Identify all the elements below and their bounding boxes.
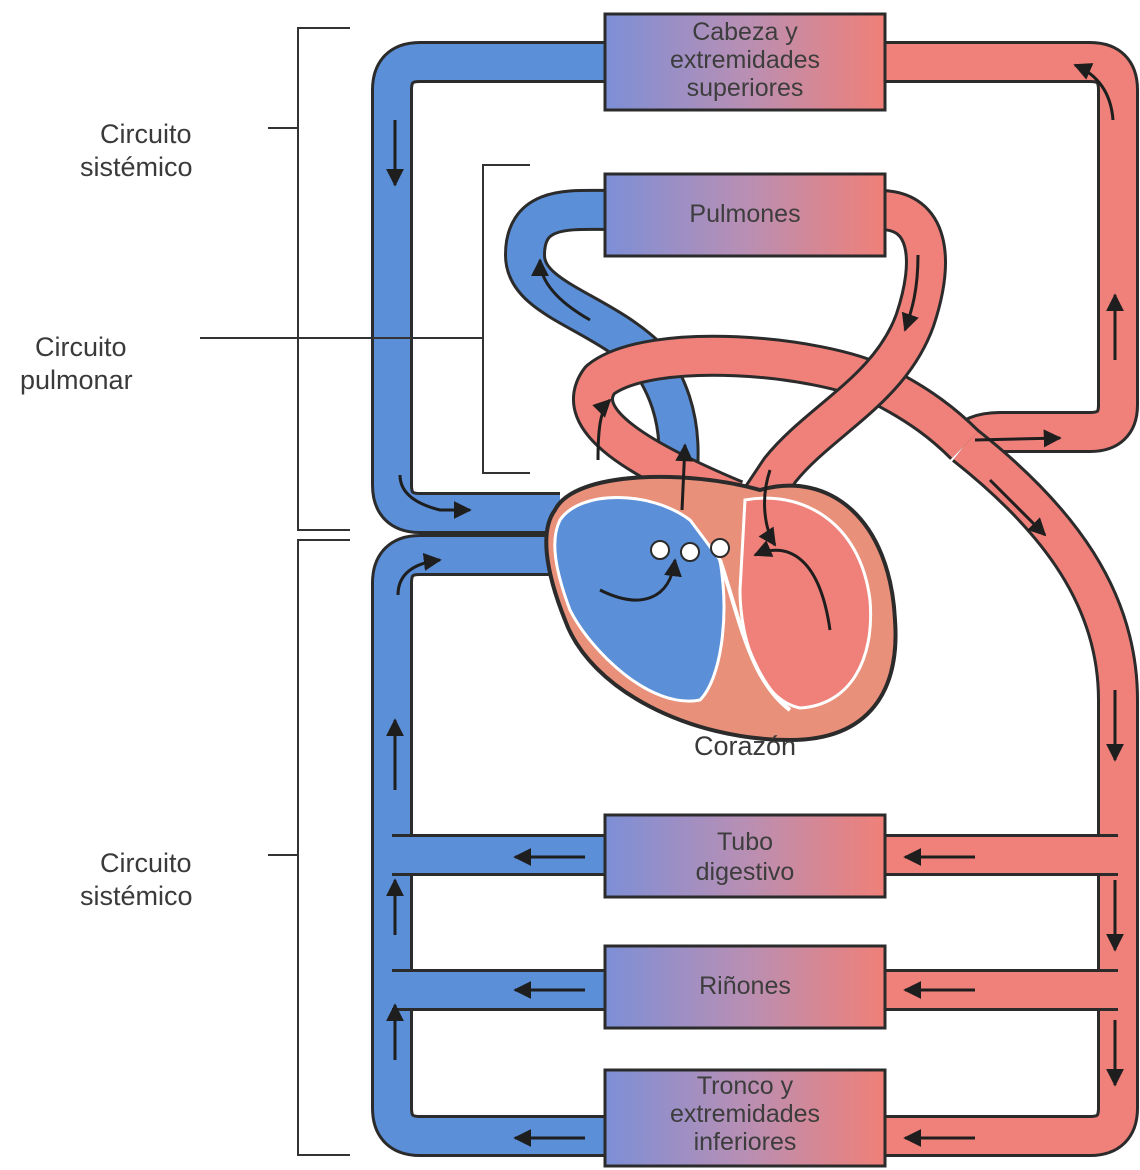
organ-tubo-line2: digestivo	[696, 858, 795, 886]
label-sistemico-superior-line1: Circuito	[100, 119, 192, 149]
label-sistemico-superior-line2: sistémico	[80, 152, 193, 182]
side-labels: Circuito sistémico Circuito pulmonar Cir…	[20, 119, 193, 911]
organ-cabeza-line3: superiores	[687, 74, 804, 102]
label-pulmonar-line2: pulmonar	[20, 365, 133, 395]
organ-tubo-line1: Tubo	[717, 828, 773, 856]
heart-label: Corazón	[694, 731, 796, 761]
label-sistemico-inferior-line1: Circuito	[100, 848, 192, 878]
organ-rinones-label: Riñones	[699, 972, 791, 1000]
organ-tronco-line2: extremidades	[670, 1100, 820, 1128]
organ-cabeza-line2: extremidades	[670, 46, 820, 74]
valve-3	[711, 539, 729, 557]
label-pulmonar-line1: Circuito	[35, 332, 127, 362]
arrow-aorta-right	[975, 438, 1060, 440]
heart	[546, 477, 895, 740]
label-sistemico-inferior-line2: sistémico	[80, 881, 193, 911]
organ-pulmones-label: Pulmones	[689, 200, 800, 228]
bracket-sistemico-inferior	[298, 540, 350, 1155]
organ-tronco-line1: Tronco y	[697, 1072, 794, 1100]
organ-tronco-line3: inferiores	[694, 1128, 797, 1156]
valve-2	[681, 543, 699, 561]
bracket-sistemico-superior	[298, 28, 350, 530]
organ-cabeza-line1: Cabeza y	[692, 18, 798, 46]
valve-1	[651, 541, 669, 559]
